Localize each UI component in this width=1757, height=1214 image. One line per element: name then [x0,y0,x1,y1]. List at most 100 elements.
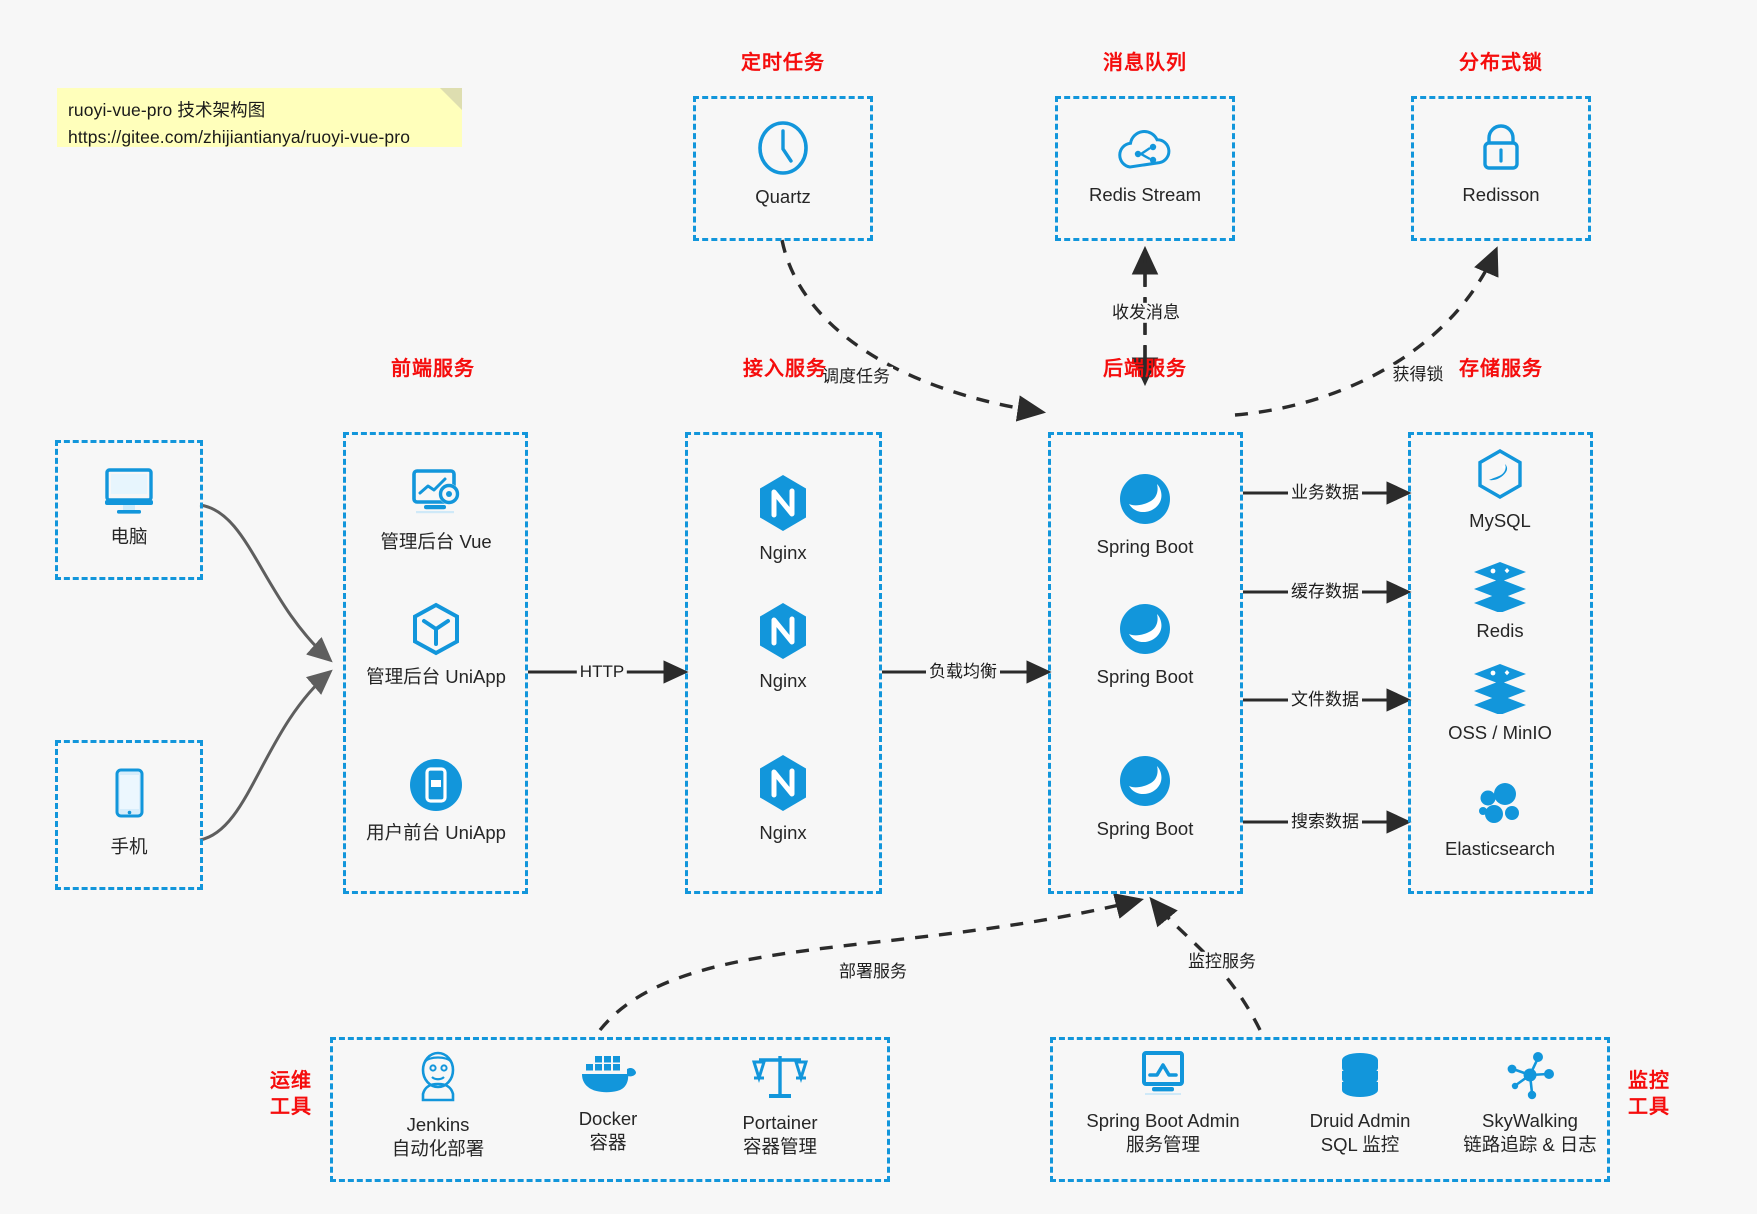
spring-boot-icon [1120,474,1170,524]
note-line-2: https://gitee.com/zhijiantianya/ruoyi-vu… [68,126,411,147]
group-title-scheduled-task: 定时任务 [741,52,825,74]
node-admin-uniapp[interactable]: 管理后台 UniApp [356,600,516,689]
ops-tools-title-line2: 工具 [270,1096,312,1119]
group-title-message-queue: 消息队列 [1103,52,1187,74]
node-nginx-3[interactable]: Nginx [713,752,853,845]
node-label-redis-stream: Redis Stream [1088,184,1202,205]
edge-label-acquire-lock: 获得锁 [1389,364,1447,386]
node-pc[interactable]: 电脑 [75,462,183,549]
group-title-storage: 存储服务 [1459,358,1543,380]
group-box-ops-tools [330,1037,890,1182]
group-box-pc [55,440,203,580]
node-sublabel-spring-boot-admin: 服务管理 [1125,1133,1200,1155]
nginx-icon [760,475,806,531]
node-jenkins[interactable]: Jenkins 自动化部署 [358,1048,518,1161]
edge-label-schedule-task: 调度任务 [819,366,893,388]
group-title-ops-tools: 运维 工具 [262,1068,320,1121]
edge-acquire-lock [1234,246,1499,417]
uniapp-cube-icon [413,602,459,656]
redis-icon [1474,562,1526,612]
docker-icon [582,1056,636,1093]
desktop-monitor-icon [105,468,153,514]
mobile-app-icon [410,759,462,811]
spring-boot-icon [1120,756,1170,806]
node-skywalking[interactable]: SkyWalking 链路追踪 & 日志 [1440,1048,1620,1157]
group-title-gateway: 接入服务 [743,358,827,380]
group-box-distributed-lock [1411,96,1591,241]
cloud-stream-icon [1118,130,1171,169]
node-admin-vue[interactable]: 管理后台 Vue [356,465,516,554]
node-mobile[interactable]: 手机 [75,766,183,859]
node-spring-boot-admin[interactable]: Spring Boot Admin 服务管理 [1068,1048,1258,1157]
node-nginx-2[interactable]: Nginx [713,600,853,693]
node-oss-minio[interactable]: OSS / MinIO [1430,660,1570,745]
edge-label-business-data: 业务数据 [1288,482,1362,504]
node-mysql[interactable]: MySQL [1430,448,1570,533]
group-title-backend: 后端服务 [1103,358,1187,380]
node-spring-boot-2[interactable]: Spring Boot [1075,600,1215,689]
node-label-admin-vue: 管理后台 Vue [380,531,492,552]
node-sublabel-portainer: 容器管理 [742,1135,817,1157]
note-line-1: ruoyi-vue-pro 技术架构图 [68,100,266,120]
node-docker[interactable]: Docker 容器 [528,1048,688,1155]
monitor-chart-icon [1142,1051,1184,1095]
edge-label-load-balance: 负载均衡 [926,661,1000,683]
node-redisson[interactable]: Redisson [1431,118,1571,207]
node-label-spring-boot-2: Spring Boot [1096,666,1194,687]
node-label-quartz: Quartz [755,186,811,207]
node-label-spring-boot-1: Spring Boot [1096,536,1194,557]
monitor-tools-title-line1: 监控 [1628,1070,1670,1092]
group-title-monitor-tools: 监控 工具 [1620,1068,1678,1121]
group-box-backend [1048,432,1243,894]
node-druid-admin[interactable]: Druid Admin SQL 监控 [1280,1048,1440,1157]
node-label-portainer: Portainer [742,1112,818,1133]
node-spring-boot-1[interactable]: Spring Boot [1075,470,1215,559]
node-label-docker: Docker [578,1108,638,1129]
node-sublabel-docker: 容器 [589,1131,627,1153]
oss-minio-icon [1474,664,1526,714]
node-label-skywalking: SkyWalking [1482,1110,1578,1131]
node-label-redis: Redis [1476,620,1524,641]
edge-label-search-data: 搜索数据 [1288,811,1362,833]
edge-label-cache-data: 缓存数据 [1288,581,1362,603]
node-label-nginx-2: Nginx [759,670,807,691]
node-label-nginx-3: Nginx [759,822,807,843]
node-spring-boot-3[interactable]: Spring Boot [1075,752,1215,841]
node-label-redisson: Redisson [1462,184,1540,205]
node-elasticsearch[interactable]: Elasticsearch [1430,778,1570,861]
scales-icon [751,1056,809,1098]
node-redis-stream[interactable]: Redis Stream [1075,122,1215,207]
node-label-user-uniapp: 用户前台 UniApp [366,822,506,843]
elasticsearch-icon [1479,783,1519,823]
node-sublabel-jenkins: 自动化部署 [391,1137,485,1159]
smartphone-icon [115,768,144,818]
edge-label-deploy-service: 部署服务 [836,961,910,983]
edge-mobile-to-frontend [199,669,333,842]
group-box-frontend [343,432,528,894]
nginx-icon [760,755,806,811]
node-quartz[interactable]: Quartz [713,118,853,209]
group-box-scheduled-task [693,96,873,241]
node-label-spring-boot-admin: Spring Boot Admin [1086,1110,1240,1131]
node-portainer[interactable]: Portainer 容器管理 [700,1048,860,1159]
node-label-druid-admin: Druid Admin [1309,1110,1411,1131]
group-box-monitor-tools [1050,1037,1610,1182]
monitor-tools-title-line2: 工具 [1628,1096,1670,1119]
ops-tools-title-line1: 运维 [270,1070,312,1092]
diagram-note: ruoyi-vue-pro 技术架构图 https://gitee.com/zh… [57,88,462,147]
node-nginx-1[interactable]: Nginx [713,472,853,565]
node-label-pc: 电脑 [110,526,148,547]
note-fold-corner [440,88,462,110]
node-user-uniapp[interactable]: 用户前台 UniApp [356,756,516,845]
node-sublabel-skywalking: 链路追踪 & 日志 [1463,1133,1597,1155]
nginx-icon [760,603,806,659]
edge-pc-to-frontend [199,503,333,663]
group-box-message-queue [1055,96,1235,241]
node-label-admin-uniapp: 管理后台 UniApp [366,666,506,687]
node-redis[interactable]: Redis [1430,558,1570,643]
node-label-mobile: 手机 [110,836,148,857]
group-title-distributed-lock: 分布式锁 [1459,52,1543,74]
spring-boot-icon [1120,604,1170,654]
node-label-spring-boot-3: Spring Boot [1096,818,1194,839]
jenkins-icon [421,1051,455,1102]
